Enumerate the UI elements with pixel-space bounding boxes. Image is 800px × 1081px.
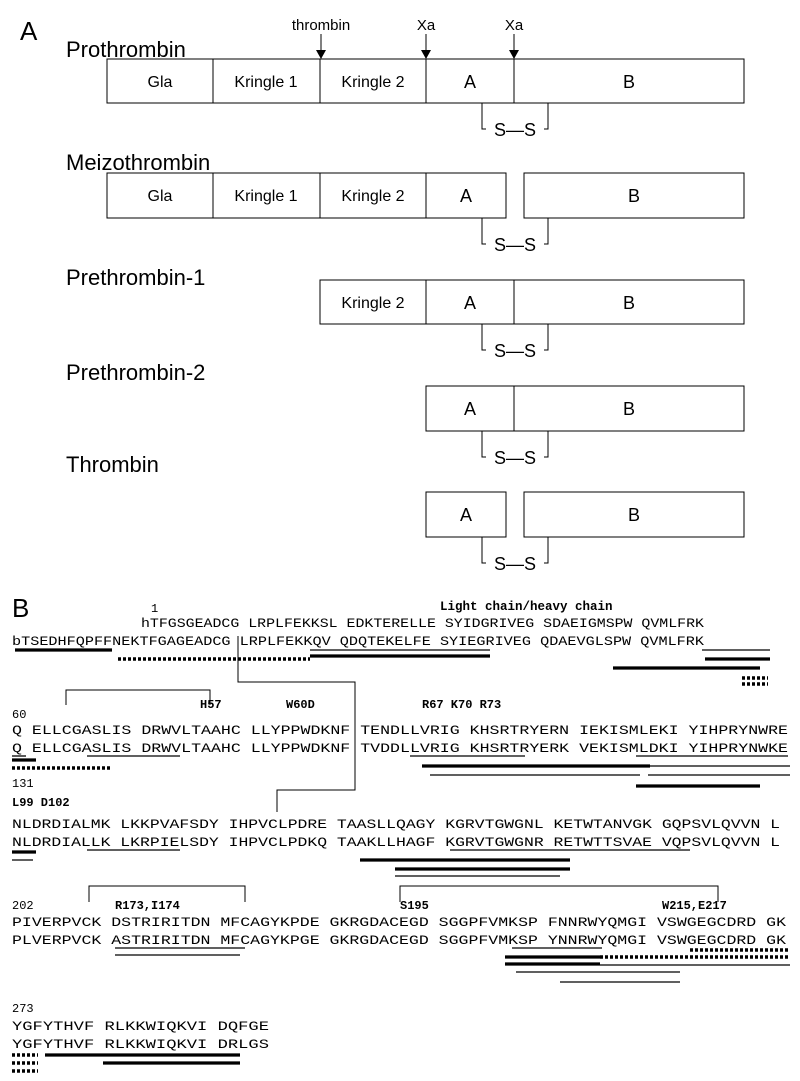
sequence-block-3: 131 L99 D102 NLDRDIALMK LKKPVAFSDY IHPVC… bbox=[12, 777, 780, 877]
form-prethrombin-2: Prethrombin-2 A B S—S bbox=[66, 360, 745, 468]
domain-gla: Gla bbox=[148, 74, 173, 91]
sequence-human: YGFYTHVF RLKKWIQKVI DQFGE bbox=[12, 1019, 269, 1034]
arrow-thrombin-icon bbox=[316, 50, 326, 59]
sequence-block-2: 60 H57 W60D R67 K70 R73 Q ELLCGASLIS DRW… bbox=[12, 698, 790, 788]
disulfide-bracket bbox=[481, 324, 549, 351]
form-meizothrombin: Meizothrombin Gla Kringle 1 Kringle 2 A … bbox=[66, 150, 745, 255]
sequence-bovine: YGFYTHVF RLKKWIQKVI DRLGS bbox=[12, 1037, 269, 1052]
form-name: Prethrombin-2 bbox=[66, 360, 205, 385]
domain-kringle-2: Kringle 2 bbox=[341, 295, 404, 312]
cleavage-label-xa-1: Xa bbox=[417, 17, 436, 34]
sequence-bovine: PLVERPVCK ASTRIRITDN MFCAGYKPGE GKRGDACE… bbox=[12, 933, 786, 948]
sequence-block-5: 273 YGFYTHVF RLKKWIQKVI DQFGE YGFYTHVF R… bbox=[12, 1002, 269, 1073]
disulfide-bracket bbox=[481, 431, 549, 458]
chain-annotation: Light chain/heavy chain bbox=[440, 600, 613, 614]
arrow-xa-2-icon bbox=[509, 50, 519, 59]
domain-kringle-2: Kringle 2 bbox=[341, 188, 404, 205]
domain-b: B bbox=[623, 293, 635, 313]
disulfide-bond: S—S bbox=[494, 448, 536, 468]
disulfide-bracket bbox=[481, 103, 549, 130]
domain-a: A bbox=[460, 505, 472, 525]
panel-a-label: A bbox=[20, 16, 38, 46]
sequence-bovine: NLDRDIALLK LKRPIELSDY IHPVCLPDKQ TAAKLLH… bbox=[12, 835, 780, 850]
disulfide-bracket bbox=[481, 537, 549, 564]
arrow-xa-1-icon bbox=[421, 50, 431, 59]
sequence-human: Q ELLCGASLIS DRWVLTAAHC LLYPPWDKNF TENDL… bbox=[12, 723, 788, 738]
sequence-bovine: Q ELLCGASLIS DRWVLTAAHC LLYPPWDKNF TVDDL… bbox=[12, 741, 788, 756]
form-prethrombin-1: Prethrombin-1 Kringle 2 A B S—S bbox=[66, 265, 745, 361]
domain-a: A bbox=[460, 186, 472, 206]
form-name: Thrombin bbox=[66, 452, 159, 477]
residue-number: 1 bbox=[151, 602, 158, 616]
domain-b: B bbox=[623, 399, 635, 419]
disulfide-connector-2 bbox=[65, 689, 211, 705]
site-annotation: S195 bbox=[400, 899, 429, 913]
domain-gla: Gla bbox=[148, 188, 173, 205]
sequence-block-1: 1 Light chain/heavy chain hTFGSGEADCG LR… bbox=[12, 600, 770, 686]
domain-kringle-2: Kringle 2 bbox=[341, 74, 404, 91]
disulfide-connector-4 bbox=[88, 885, 246, 902]
disulfide-bracket bbox=[481, 218, 549, 245]
domain-a: A bbox=[464, 293, 476, 313]
residue-number: 131 bbox=[12, 777, 34, 791]
domain-b: B bbox=[628, 505, 640, 525]
residue-number: 202 bbox=[12, 899, 34, 913]
disulfide-connector-5 bbox=[399, 885, 719, 902]
form-name: Prothrombin bbox=[66, 37, 186, 62]
residue-number: 273 bbox=[12, 1002, 34, 1016]
disulfide-connector-3 bbox=[276, 720, 356, 812]
form-name: Meizothrombin bbox=[66, 150, 210, 175]
site-annotation: W60D bbox=[286, 698, 315, 712]
form-thrombin: Thrombin A B S—S bbox=[66, 452, 745, 574]
form-name: Prethrombin-1 bbox=[66, 265, 205, 290]
disulfide-bond: S—S bbox=[494, 341, 536, 361]
domain-kringle-1: Kringle 1 bbox=[234, 188, 297, 205]
domain-kringle-1: Kringle 1 bbox=[234, 74, 297, 91]
sequence-human: NLDRDIALMK LKKPVAFSDY IHPVCLPDRE TAASLLQ… bbox=[12, 817, 780, 832]
domain-a: A bbox=[464, 72, 476, 92]
residue-number: 60 bbox=[12, 708, 26, 722]
site-annotation: H57 bbox=[200, 698, 222, 712]
cleavage-label-thrombin: thrombin bbox=[292, 17, 350, 34]
site-annotation: R173,I174 bbox=[115, 899, 180, 913]
domain-b: B bbox=[623, 72, 635, 92]
site-annotation: R67 K70 R73 bbox=[422, 698, 501, 712]
sequence-block-4: 202 R173,I174 S195 W215,E217 PIVERPVCK D… bbox=[12, 899, 790, 983]
disulfide-connectors bbox=[65, 636, 719, 902]
domain-b: B bbox=[628, 186, 640, 206]
disulfide-bond: S—S bbox=[494, 554, 536, 574]
site-annotation: L99 D102 bbox=[12, 796, 70, 810]
cleavage-markers: thrombin Xa Xa bbox=[292, 17, 524, 59]
cleavage-label-xa-2: Xa bbox=[505, 17, 524, 34]
panel-b-label: B bbox=[12, 593, 29, 623]
disulfide-bond: S—S bbox=[494, 235, 536, 255]
sequence-human: PIVERPVCK DSTRIRITDN MFCAGYKPDE GKRGDACE… bbox=[12, 915, 786, 930]
sequence-human: hTFGSGEADCG LRPLFEKKSL EDKTERELLE SYIDGR… bbox=[141, 616, 704, 631]
site-annotation: W215,E217 bbox=[662, 899, 727, 913]
form-prothrombin: Prothrombin Gla Kringle 1 Kringle 2 A B … bbox=[66, 37, 745, 140]
disulfide-bond: S—S bbox=[494, 120, 536, 140]
sequence-bovine: bTSEDHFQPFFNEKTFGAGEADCG LRPLFEKKQV QDQT… bbox=[12, 634, 704, 649]
domain-a: A bbox=[464, 399, 476, 419]
